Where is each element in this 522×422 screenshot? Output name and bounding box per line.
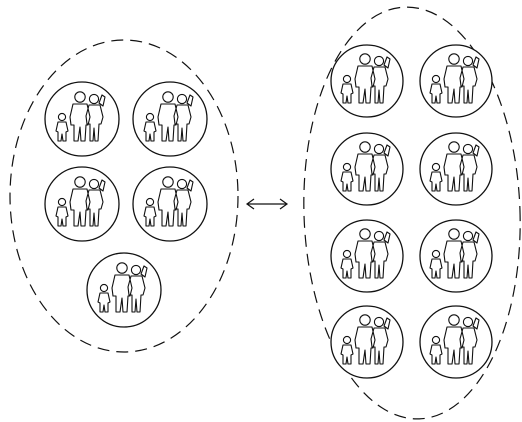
family-unit xyxy=(44,81,120,157)
family-unit xyxy=(419,132,493,206)
family-circle xyxy=(44,81,120,157)
arrow-head-right xyxy=(279,198,289,210)
arrow-head-left xyxy=(245,198,255,210)
family-unit xyxy=(419,44,493,118)
family-circle xyxy=(330,305,404,379)
family-circle xyxy=(419,44,493,118)
comparison-arrow xyxy=(245,198,289,210)
family-circle xyxy=(419,219,493,293)
group-boundary-right xyxy=(303,6,521,420)
family-unit xyxy=(419,305,493,379)
family-circle xyxy=(330,219,404,293)
family-unit xyxy=(330,305,404,379)
family-unit xyxy=(132,166,208,242)
family-circle xyxy=(330,132,404,206)
group-boundary-left xyxy=(9,39,239,353)
family-group-right xyxy=(303,6,521,420)
family-unit xyxy=(419,219,493,293)
family-unit xyxy=(330,219,404,293)
family-unit xyxy=(330,44,404,118)
family-circle xyxy=(86,252,162,328)
family-unit xyxy=(44,166,120,242)
family-group-left xyxy=(9,39,239,353)
family-circle xyxy=(419,305,493,379)
family-circle xyxy=(330,44,404,118)
family-circle xyxy=(132,81,208,157)
family-unit xyxy=(132,81,208,157)
family-circle xyxy=(132,166,208,242)
family-unit xyxy=(330,132,404,206)
family-unit xyxy=(86,252,162,328)
family-circle xyxy=(419,132,493,206)
family-circle xyxy=(44,166,120,242)
